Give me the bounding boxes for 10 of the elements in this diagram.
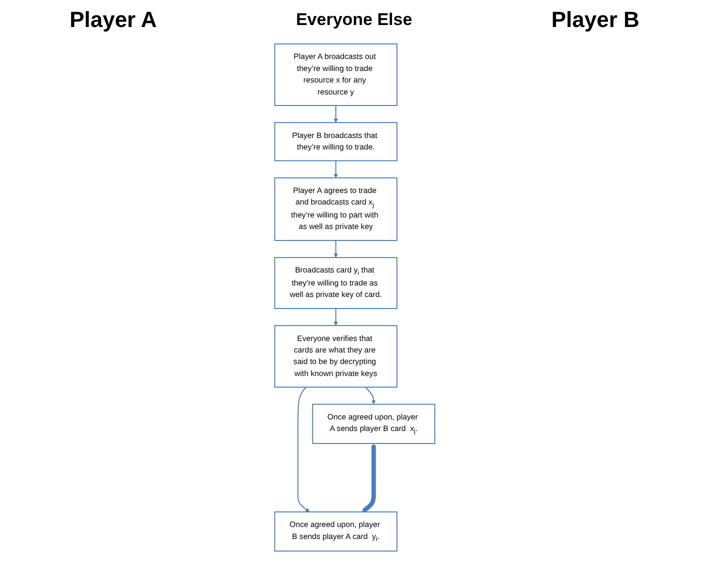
column-heading: Everyone Else: [296, 10, 412, 30]
arrow: [333, 240, 338, 258]
arrow: [333, 308, 338, 326]
arrow: [333, 105, 338, 123]
arrow: [333, 160, 338, 178]
arrow: [364, 386, 376, 404]
arrow: [297, 386, 310, 512]
arrow: [362, 443, 376, 512]
column-heading: Player A: [70, 7, 157, 33]
column-heading: Player B: [551, 7, 640, 33]
